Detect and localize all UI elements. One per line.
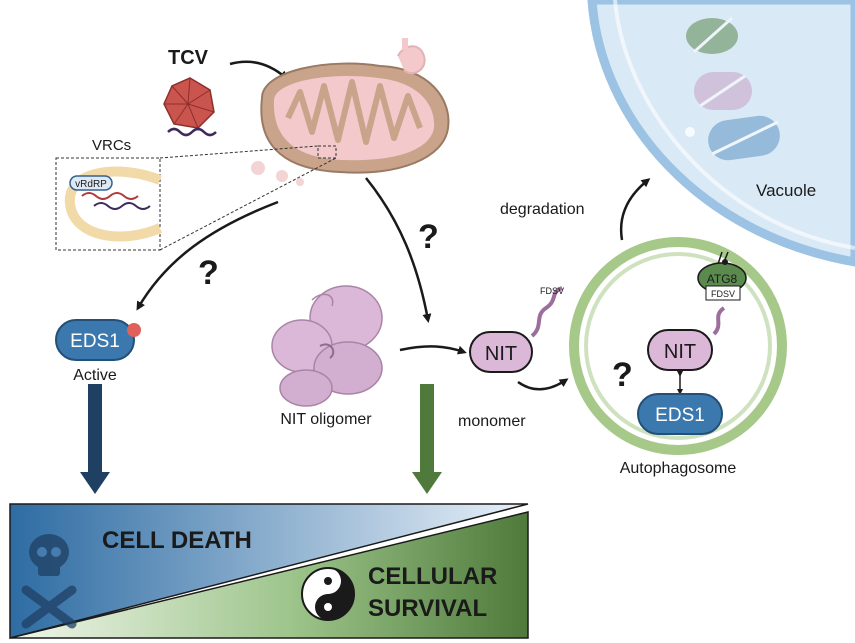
cell-death-label: CELL DEATH bbox=[102, 527, 252, 554]
mitochondrion bbox=[251, 38, 450, 186]
death-arrow bbox=[80, 384, 110, 494]
question-mark-eds1: ? bbox=[198, 254, 219, 292]
vacuole-cargo-eds1 bbox=[708, 115, 780, 161]
vacuole-cargo-atg8 bbox=[686, 16, 738, 54]
skull-icon bbox=[21, 534, 77, 629]
atg8-fdsv-label: FDSV bbox=[711, 289, 735, 299]
question-mark-autophagosome: ? bbox=[612, 356, 633, 394]
degradation-label: degradation bbox=[500, 201, 585, 218]
question-mark-nit: ? bbox=[418, 218, 439, 256]
nit-monomer-label: NIT bbox=[485, 343, 517, 365]
survival-arrow bbox=[412, 384, 442, 494]
nit-oligomer-label: NIT oligomer bbox=[280, 411, 372, 428]
degradation-arrow bbox=[619, 178, 651, 241]
eds1-autophagosome-label: EDS1 bbox=[655, 405, 705, 426]
viral-rna-red bbox=[81, 192, 139, 200]
vacuole-cargo-nit bbox=[694, 72, 752, 110]
zoom-line-bottom bbox=[159, 157, 337, 251]
vrdrp-label: vRdRP bbox=[75, 179, 107, 190]
arrow-to-nit bbox=[365, 177, 432, 323]
survival-label-line1: CELLULAR bbox=[368, 563, 497, 590]
autophagosome-label: Autophagosome bbox=[620, 460, 737, 477]
cell-death-wedge bbox=[9, 503, 529, 639]
arrow-to-autophagosome bbox=[517, 378, 569, 391]
vacuole-label: Vacuole bbox=[756, 181, 816, 200]
nit-autophagosome-label: NIT bbox=[664, 341, 696, 363]
eds1-in-autophagosome: EDS1 bbox=[637, 393, 723, 435]
nit-monomer: NIT FDSV bbox=[469, 286, 564, 373]
vrc-label: VRCs bbox=[92, 137, 131, 154]
nit-oligomer bbox=[271, 285, 383, 407]
viral-rna bbox=[167, 127, 217, 137]
fdsv-motif-label: FDSV bbox=[540, 286, 564, 296]
tcv-label: TCV bbox=[168, 47, 209, 69]
atg8-protein: ATG8 FDSV bbox=[697, 251, 747, 301]
tcv-virus: TCV bbox=[163, 47, 217, 137]
arrow-oligomer-to-monomer bbox=[399, 345, 467, 355]
survival-label-line2: SURVIVAL bbox=[368, 595, 487, 622]
eds1-active: EDS1 Active bbox=[55, 319, 141, 384]
yin-yang-icon bbox=[301, 567, 355, 621]
vacuole: Vacuole bbox=[587, 0, 855, 267]
autophagosome: ATG8 FDSV NIT EDS1 ? bbox=[569, 237, 787, 455]
monomer-label: monomer bbox=[458, 413, 526, 430]
vrc-spherule bbox=[64, 166, 163, 242]
eds1-state-label: Active bbox=[73, 367, 117, 384]
viral-rna-purple bbox=[93, 202, 151, 210]
eds1-label: EDS1 bbox=[70, 331, 120, 352]
arrow-to-eds1 bbox=[136, 200, 279, 311]
zoom-line-top bbox=[159, 145, 319, 159]
survival-wedge bbox=[9, 511, 529, 639]
nit-in-autophagosome: NIT bbox=[647, 329, 713, 371]
atg8-label: ATG8 bbox=[707, 272, 738, 286]
vrdrp-enzyme bbox=[69, 175, 113, 191]
tcv-to-mitochondrion-arrow bbox=[229, 60, 289, 80]
vesicle-dot bbox=[685, 127, 695, 137]
nit-tail bbox=[712, 306, 726, 336]
